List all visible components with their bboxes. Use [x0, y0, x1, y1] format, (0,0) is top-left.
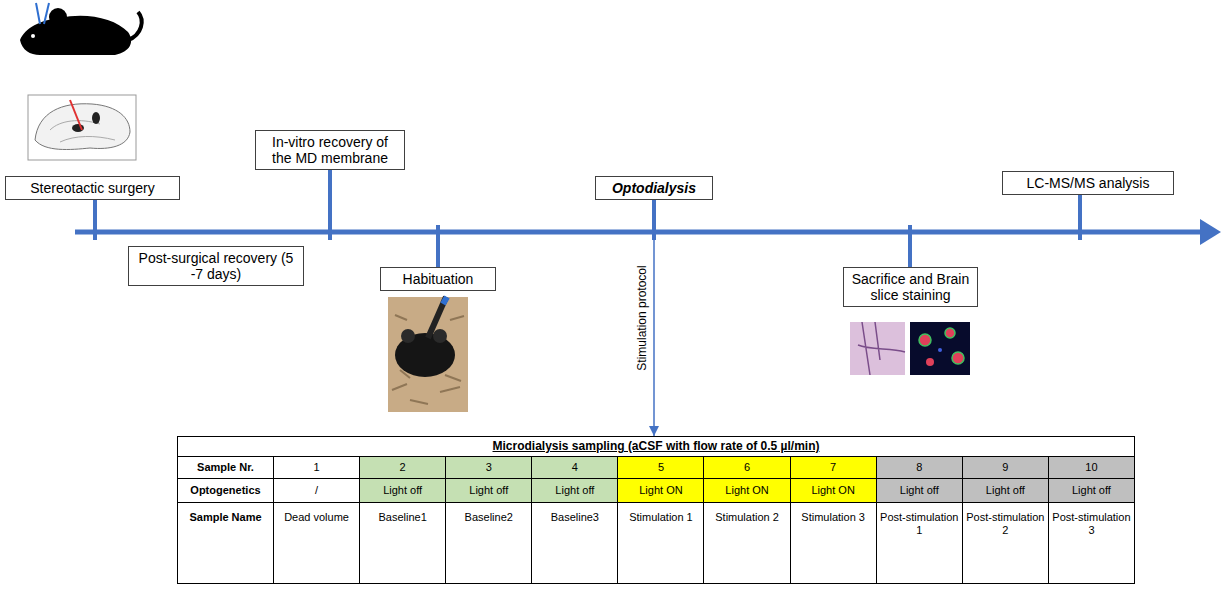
- table-cell: 4: [532, 457, 617, 478]
- histology-track: [858, 322, 905, 375]
- box-label: Sacrifice and Brain slice staining: [850, 271, 971, 303]
- sampling-table: Microdialysis sampling (aCSF with flow r…: [177, 436, 1135, 584]
- table-cell: Post-stimulation 3: [1049, 503, 1134, 583]
- table-cell: Stimulation 1: [618, 503, 703, 583]
- timeline-box: Stereotactic surgery: [5, 176, 180, 200]
- box-label: Stereotactic surgery: [12, 180, 173, 196]
- photo-mouse-ear: [433, 329, 447, 343]
- histology-image: [850, 322, 905, 375]
- table-cell: Baseline2: [446, 503, 531, 583]
- mouse-eye: [31, 34, 35, 38]
- row-header: Sample Name: [178, 503, 273, 583]
- table-cell: 7: [791, 457, 876, 478]
- fluorescent-cell: [952, 352, 964, 364]
- timeline-tick: [436, 225, 440, 267]
- photo-fiber-cable: [428, 297, 446, 338]
- optic-fiber: [36, 3, 40, 24]
- table-cell: Stimulation 2: [704, 503, 789, 583]
- box-label: Habituation: [387, 271, 489, 287]
- table-cell: Dead volume: [274, 503, 359, 583]
- table-cell: Light off: [446, 479, 531, 502]
- table-cell: Light off: [360, 479, 445, 502]
- timeline-arrowhead: [1200, 219, 1221, 245]
- timeline-tick: [908, 225, 912, 267]
- fluorescent-cell: [945, 328, 955, 338]
- atlas-frame: [28, 95, 136, 160]
- table-grid: Sample Nr.12345678910Optogenetics/Light …: [178, 457, 1134, 583]
- table-cell: Light off: [1049, 479, 1134, 502]
- mouse-ear: [49, 8, 67, 26]
- row-header: Optogenetics: [178, 479, 273, 502]
- timeline-box: In-vitro recovery of the MD membrane: [255, 130, 405, 170]
- table-cell: Light ON: [791, 479, 876, 502]
- atlas-brain-outline: [35, 104, 130, 150]
- table-cell: 8: [877, 457, 962, 478]
- table-cell: Baseline3: [532, 503, 617, 583]
- fluorescent-cell: [926, 358, 934, 366]
- atlas-region: [92, 112, 100, 124]
- optic-fiber: [44, 3, 49, 24]
- timeline-box: Optodialysis: [595, 176, 713, 200]
- table-cell: Baseline1: [360, 503, 445, 583]
- table-cell: Post-stimulation 1: [877, 503, 962, 583]
- table-cell: Light ON: [704, 479, 789, 502]
- table-cell: 3: [446, 457, 531, 478]
- box-label: Post-surgical recovery (5 -7 days): [135, 250, 297, 282]
- table-cell: 5: [618, 457, 703, 478]
- table-cell: Light off: [963, 479, 1048, 502]
- table-cell: Light ON: [618, 479, 703, 502]
- timeline-box: Habituation: [380, 267, 496, 291]
- mouse-tail: [128, 12, 142, 40]
- table-cell: 10: [1049, 457, 1134, 478]
- fluorescent-cell: [919, 334, 931, 346]
- table-cell: Light off: [532, 479, 617, 502]
- fluorescence-image: [910, 322, 970, 375]
- table-cell: 1: [274, 457, 359, 478]
- atlas-line: [60, 136, 115, 142]
- box-label: Optodialysis: [602, 180, 706, 196]
- photo-fiber-tip: [443, 297, 447, 304]
- timeline-tick: [1078, 195, 1082, 240]
- timeline-box: Sacrifice and Brain slice staining: [843, 267, 978, 307]
- table-cell: Light off: [877, 479, 962, 502]
- connector-label: Stimulation protocol: [635, 263, 649, 372]
- probe-track: [70, 100, 82, 130]
- table-title: Microdialysis sampling (aCSF with flow r…: [178, 437, 1134, 457]
- table-cell: 9: [963, 457, 1048, 478]
- row-header: Sample Nr.: [178, 457, 273, 478]
- timeline: [75, 230, 1203, 235]
- timeline-box: LC-MS/MS analysis: [1002, 171, 1174, 195]
- box-label: LC-MS/MS analysis: [1009, 175, 1167, 191]
- timeline-tick: [93, 200, 97, 240]
- connector-arrow: [653, 200, 655, 436]
- photo-bedding: [388, 297, 468, 412]
- table-cell: Stimulation 3: [791, 503, 876, 583]
- photo-bedding-texture: [392, 315, 464, 404]
- mouse-body: [20, 16, 131, 55]
- photo-mouse-ear: [401, 329, 415, 343]
- table-cell: 2: [360, 457, 445, 478]
- table-cell: Post-stimulation 2: [963, 503, 1048, 583]
- box-label: In-vitro recovery of the MD membrane: [262, 134, 398, 166]
- timeline-tick: [328, 170, 332, 240]
- timeline-box: Post-surgical recovery (5 -7 days): [128, 246, 304, 286]
- fluorescent-nucleus: [938, 348, 942, 352]
- table-cell: /: [274, 479, 359, 502]
- table-cell: 6: [704, 457, 789, 478]
